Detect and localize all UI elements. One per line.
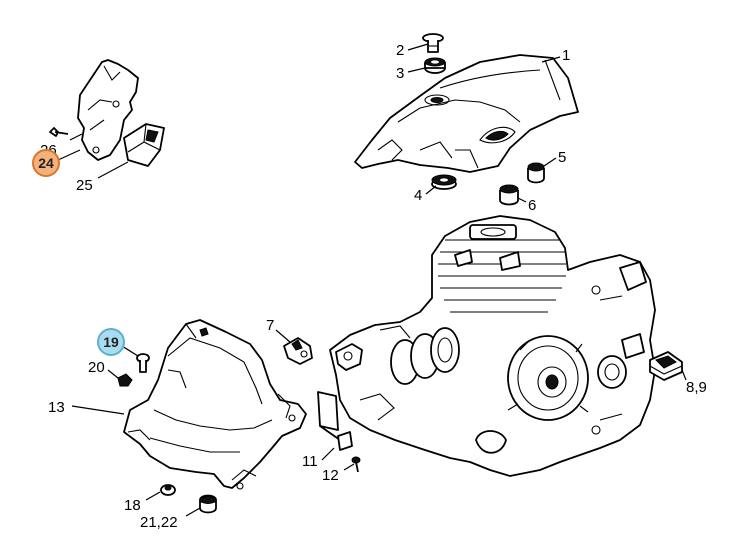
callout-12: 12 [322,467,339,484]
callout-25: 25 [76,177,93,194]
badge-24[interactable]: 24 [32,149,60,177]
callout-13: 13 [48,399,65,416]
badge-24-text: 24 [38,155,54,171]
callout-4: 4 [414,187,422,204]
callout-8-9: 8,9 [686,379,707,396]
part-av-buffer-8-9[interactable] [649,351,683,381]
callout-21-22: 21,22 [140,514,178,531]
part-grommet-3[interactable] [424,57,446,74]
part-crankcase-assembly [329,215,656,477]
part-grommet-21-22[interactable] [199,494,217,514]
part-washer-4[interactable] [431,174,457,190]
part-bracket-7[interactable] [283,337,313,365]
part-screw-2[interactable] [422,33,444,53]
callout-20: 20 [88,359,105,376]
callout-6: 6 [528,197,536,214]
callout-2: 2 [396,42,404,59]
part-nut-18[interactable] [160,484,176,496]
callout-1: 1 [562,47,570,64]
badge-19-text: 19 [103,334,119,350]
part-screw-12[interactable] [351,456,361,473]
callout-labels: 1 2 3 4 5 6 7 8,9 11 12 13 18 20 21,22 2… [40,42,707,531]
part-buffer-5[interactable] [527,162,545,184]
callout-11: 11 [302,453,318,470]
callout-7: 7 [266,317,274,334]
callout-3: 3 [396,65,404,82]
part-side-cover-24[interactable] [77,59,139,161]
part-nut-20[interactable] [117,373,133,387]
part-shroud-cover[interactable] [354,54,579,173]
part-plate-11[interactable] [317,391,353,451]
part-screw-19[interactable] [136,353,150,373]
callout-5: 5 [558,149,566,166]
part-damper-25[interactable] [123,123,165,167]
part-screw-26[interactable] [49,127,69,137]
badge-19[interactable]: 19 [97,328,125,356]
part-handle-frame-13[interactable] [123,319,307,490]
leader-lines [57,43,687,517]
part-buffer-6[interactable] [499,184,519,206]
callout-18: 18 [124,497,141,514]
